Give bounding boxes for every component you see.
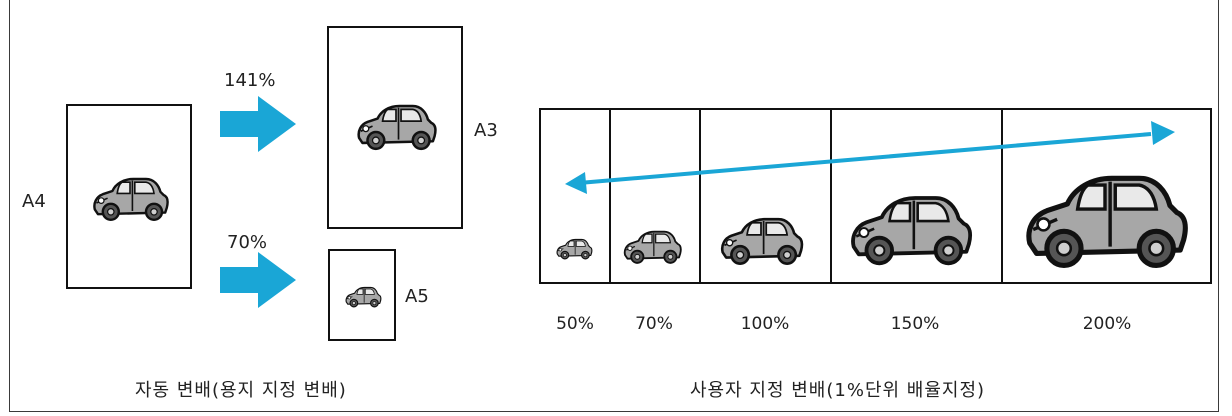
scale-label-70: 70% xyxy=(635,314,673,334)
a5-label: A5 xyxy=(405,286,429,307)
scale-label-50: 50% xyxy=(556,314,594,334)
scale-cell-100 xyxy=(699,110,832,282)
left-caption: 자동 변배(용지 지정 변배) xyxy=(135,380,347,401)
enlarge-percent: 141% xyxy=(224,70,276,91)
scale-cell-70 xyxy=(609,110,701,282)
scale-label-200: 200% xyxy=(1082,314,1132,334)
scale-label-150: 150% xyxy=(890,314,940,334)
reduce-percent: 70% xyxy=(227,232,268,253)
scale-label-100: 100% xyxy=(740,314,790,334)
target-paper-a5 xyxy=(328,249,396,341)
scale-cell-150 xyxy=(830,110,1003,282)
a3-label: A3 xyxy=(474,120,498,141)
car-icon xyxy=(354,101,438,153)
source-paper-label: A4 xyxy=(22,191,46,212)
reduce-arrow-icon xyxy=(220,252,296,308)
enlarge-arrow-icon xyxy=(220,96,296,152)
figure-frame xyxy=(9,0,1219,412)
car-icon xyxy=(344,285,382,309)
scale-range-arrow-icon xyxy=(565,121,1175,194)
scale-strip xyxy=(539,108,1212,284)
target-paper-a3 xyxy=(327,26,463,229)
scale-cell-50 xyxy=(541,110,611,282)
source-paper-a4 xyxy=(66,104,192,289)
car-icon xyxy=(90,174,170,224)
right-caption: 사용자 지정 변배(1%단위 배율지정) xyxy=(690,380,986,401)
